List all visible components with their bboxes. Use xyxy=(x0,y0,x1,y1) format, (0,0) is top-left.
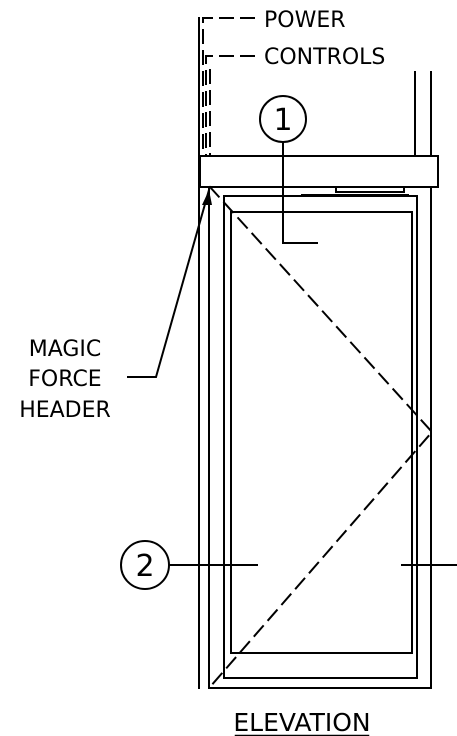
header-label-line1: MAGIC xyxy=(29,337,102,362)
header-leader xyxy=(127,188,211,378)
header-label-line2: FORCE xyxy=(28,367,101,392)
callout-2-number: 2 xyxy=(135,549,154,584)
power-label: POWER xyxy=(264,8,346,33)
swing-indicator xyxy=(208,185,434,689)
door-frame-outer xyxy=(208,186,432,689)
elevation-title: ELEVATION xyxy=(233,708,370,736)
callout-1-leader xyxy=(282,141,318,244)
controls-label: CONTROLS xyxy=(264,45,385,70)
header-label-line3: HEADER xyxy=(19,398,111,423)
door-frame-inner xyxy=(223,195,418,679)
callout-1-number: 1 xyxy=(273,103,292,138)
door-glass xyxy=(230,211,413,654)
conduit-lines xyxy=(202,17,255,157)
header-box xyxy=(199,155,439,188)
header-leader-arrow xyxy=(202,190,212,205)
